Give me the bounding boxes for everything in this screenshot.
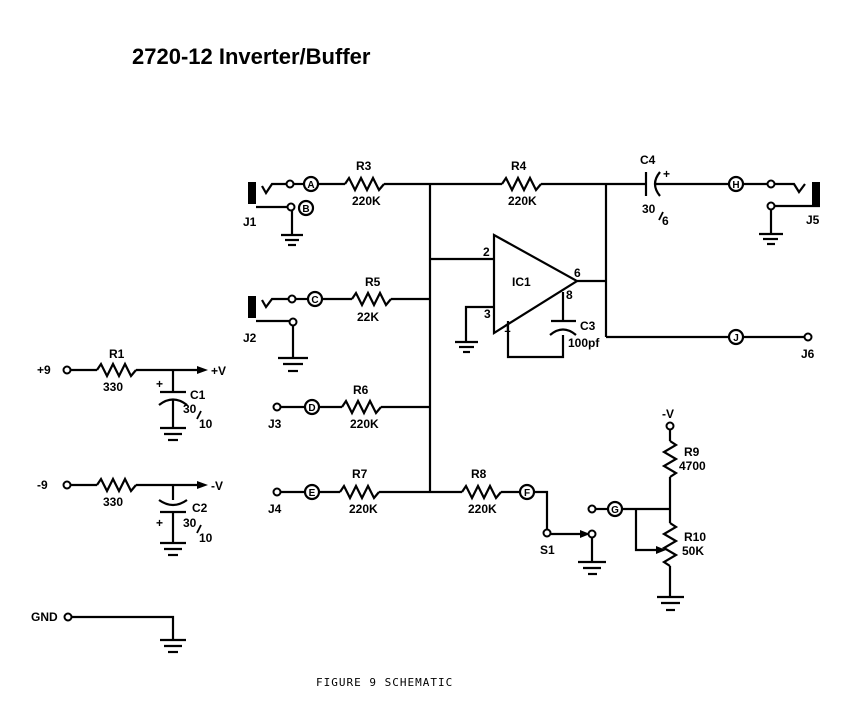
pos-supply-terminal: [62, 365, 72, 375]
resistor-r6-ref: R6: [353, 383, 369, 397]
switch-s1[interactable]: [542, 528, 597, 539]
opamp-ref: IC1: [512, 275, 531, 289]
opamp-pin-2: 2: [483, 245, 490, 259]
jack-j2-body: [248, 296, 256, 318]
jack-j2: J2: [243, 294, 308, 373]
resistor-r2-symbol: [96, 476, 137, 494]
capacitor-c3-ref: C3: [580, 319, 596, 333]
resistor-r7-symbol: [339, 483, 380, 501]
resistor-r1-ref: R1: [109, 347, 125, 361]
switch-s1-contact: [587, 529, 597, 539]
resistor-r8-value: 220K: [468, 502, 497, 516]
resistor-r1-value: 330: [103, 380, 123, 394]
switch-s1-label: S1: [540, 543, 555, 557]
jack-j1-body: [248, 182, 256, 204]
resistor-r5-value: 22K: [357, 310, 379, 324]
jack-j4-label: J4: [268, 502, 282, 516]
jack-j5: J5: [743, 179, 820, 246]
node-d-label: D: [308, 403, 315, 414]
jack-j6-label: J6: [801, 347, 815, 361]
neg-supply-terminal: [665, 421, 675, 431]
jack-j6-terminal: [803, 332, 813, 342]
node-b-marker: [297, 199, 315, 217]
potentiometer-r10-ref: R10: [684, 530, 706, 544]
node-e-label: E: [309, 488, 316, 499]
jack-j1-tip-wire: [261, 182, 287, 196]
opamp-pin-8: 8: [566, 288, 573, 302]
node-b-label: B: [302, 204, 309, 215]
resistor-r3-value: 220K: [352, 194, 381, 208]
neg-supply-input-label: -9: [37, 478, 48, 492]
node-f-label: F: [524, 488, 530, 499]
pos-rail-label: +V: [211, 364, 226, 378]
capacitor-c4-value-num: 30: [642, 202, 656, 216]
jack-j4-terminal: [272, 487, 282, 497]
jack-j3-label: J3: [268, 417, 282, 431]
node-g-label: G: [611, 505, 619, 516]
node-a-label: A: [307, 180, 314, 191]
resistor-r1-symbol: [96, 361, 137, 379]
resistor-r5-symbol: [351, 290, 392, 308]
node-j-label: J: [733, 333, 739, 344]
resistor-r7-value: 220K: [349, 502, 378, 516]
resistor-r3-symbol: [344, 175, 385, 193]
resistor-r9-ref: R9: [684, 445, 700, 459]
capacitor-c1-plus: +: [156, 377, 163, 391]
switch-s1-pivot: [542, 528, 552, 538]
resistor-r2-value: 330: [103, 495, 123, 509]
potentiometer-r10-symbol[interactable]: [661, 522, 679, 567]
neg-supply-input-terminal: [62, 480, 72, 490]
potentiometer-r10-value: 50K: [682, 544, 704, 558]
gnd-terminal: [63, 612, 73, 622]
capacitor-c1-value-num: 30: [183, 402, 197, 416]
neg-rail-arrow-icon: [197, 481, 208, 489]
jack-j5-body: [812, 182, 820, 206]
capacitor-c2-value-den: 10: [199, 531, 213, 545]
switch-s1-arrow-icon: [580, 530, 590, 538]
resistor-r4-symbol: [501, 175, 542, 193]
resistor-r5-ref: R5: [365, 275, 381, 289]
capacitor-c4-plus: +: [663, 167, 670, 181]
capacitor-c1-ref: C1: [190, 388, 206, 402]
pos-rail-arrow-icon: [197, 366, 208, 374]
opamp-ic1: 2 3 IC1 6 8 1 C3 100pf: [430, 233, 606, 359]
gnd-label: GND: [31, 610, 58, 624]
opamp-pin-3: 3: [484, 307, 491, 321]
resistor-r6-value: 220K: [350, 417, 379, 431]
capacitor-c3-value: 100pf: [568, 336, 600, 350]
resistor-r3-ref: R3: [356, 159, 372, 173]
jack-j1: J1: [243, 179, 303, 247]
node-c-label: C: [311, 295, 318, 306]
neg-supply-label: -V: [662, 407, 674, 421]
resistor-r8-symbol: [461, 483, 502, 501]
resistor-r4-value: 220K: [508, 194, 537, 208]
jack-j1-label: J1: [243, 215, 257, 229]
figure-caption: FIGURE 9 SCHEMATIC: [316, 676, 453, 689]
resistor-r6-symbol: [341, 398, 382, 416]
capacitor-c4-value-den: 6: [662, 214, 669, 228]
pos-supply-input-label: +9: [37, 363, 51, 377]
opamp-pin-6: 6: [574, 266, 581, 280]
resistor-r8-ref: R8: [471, 467, 487, 481]
capacitor-c4-ref: C4: [640, 153, 656, 167]
capacitor-c2-ref: C2: [192, 501, 208, 515]
potentiometer-wiper-arrow-icon: [656, 546, 666, 554]
resistor-r4-ref: R4: [511, 159, 527, 173]
resistor-r9-value: 4700: [679, 459, 706, 473]
capacitor-c1-value-den: 10: [199, 417, 213, 431]
jack-j2-label: J2: [243, 331, 257, 345]
jack-j3-terminal: [272, 402, 282, 412]
page-title: 2720-12 Inverter/Buffer: [132, 44, 371, 69]
capacitor-c2-value-num: 30: [183, 516, 197, 530]
resistor-r9-symbol: [661, 440, 679, 478]
resistor-r7-ref: R7: [352, 467, 368, 481]
capacitor-c2-plus: +: [156, 516, 163, 530]
node-g-terminal: [587, 504, 597, 514]
jack-j5-label: J5: [806, 213, 820, 227]
node-h-label: H: [732, 180, 739, 191]
opamp-triangle: [492, 233, 580, 335]
neg-rail-label: -V: [211, 479, 223, 493]
